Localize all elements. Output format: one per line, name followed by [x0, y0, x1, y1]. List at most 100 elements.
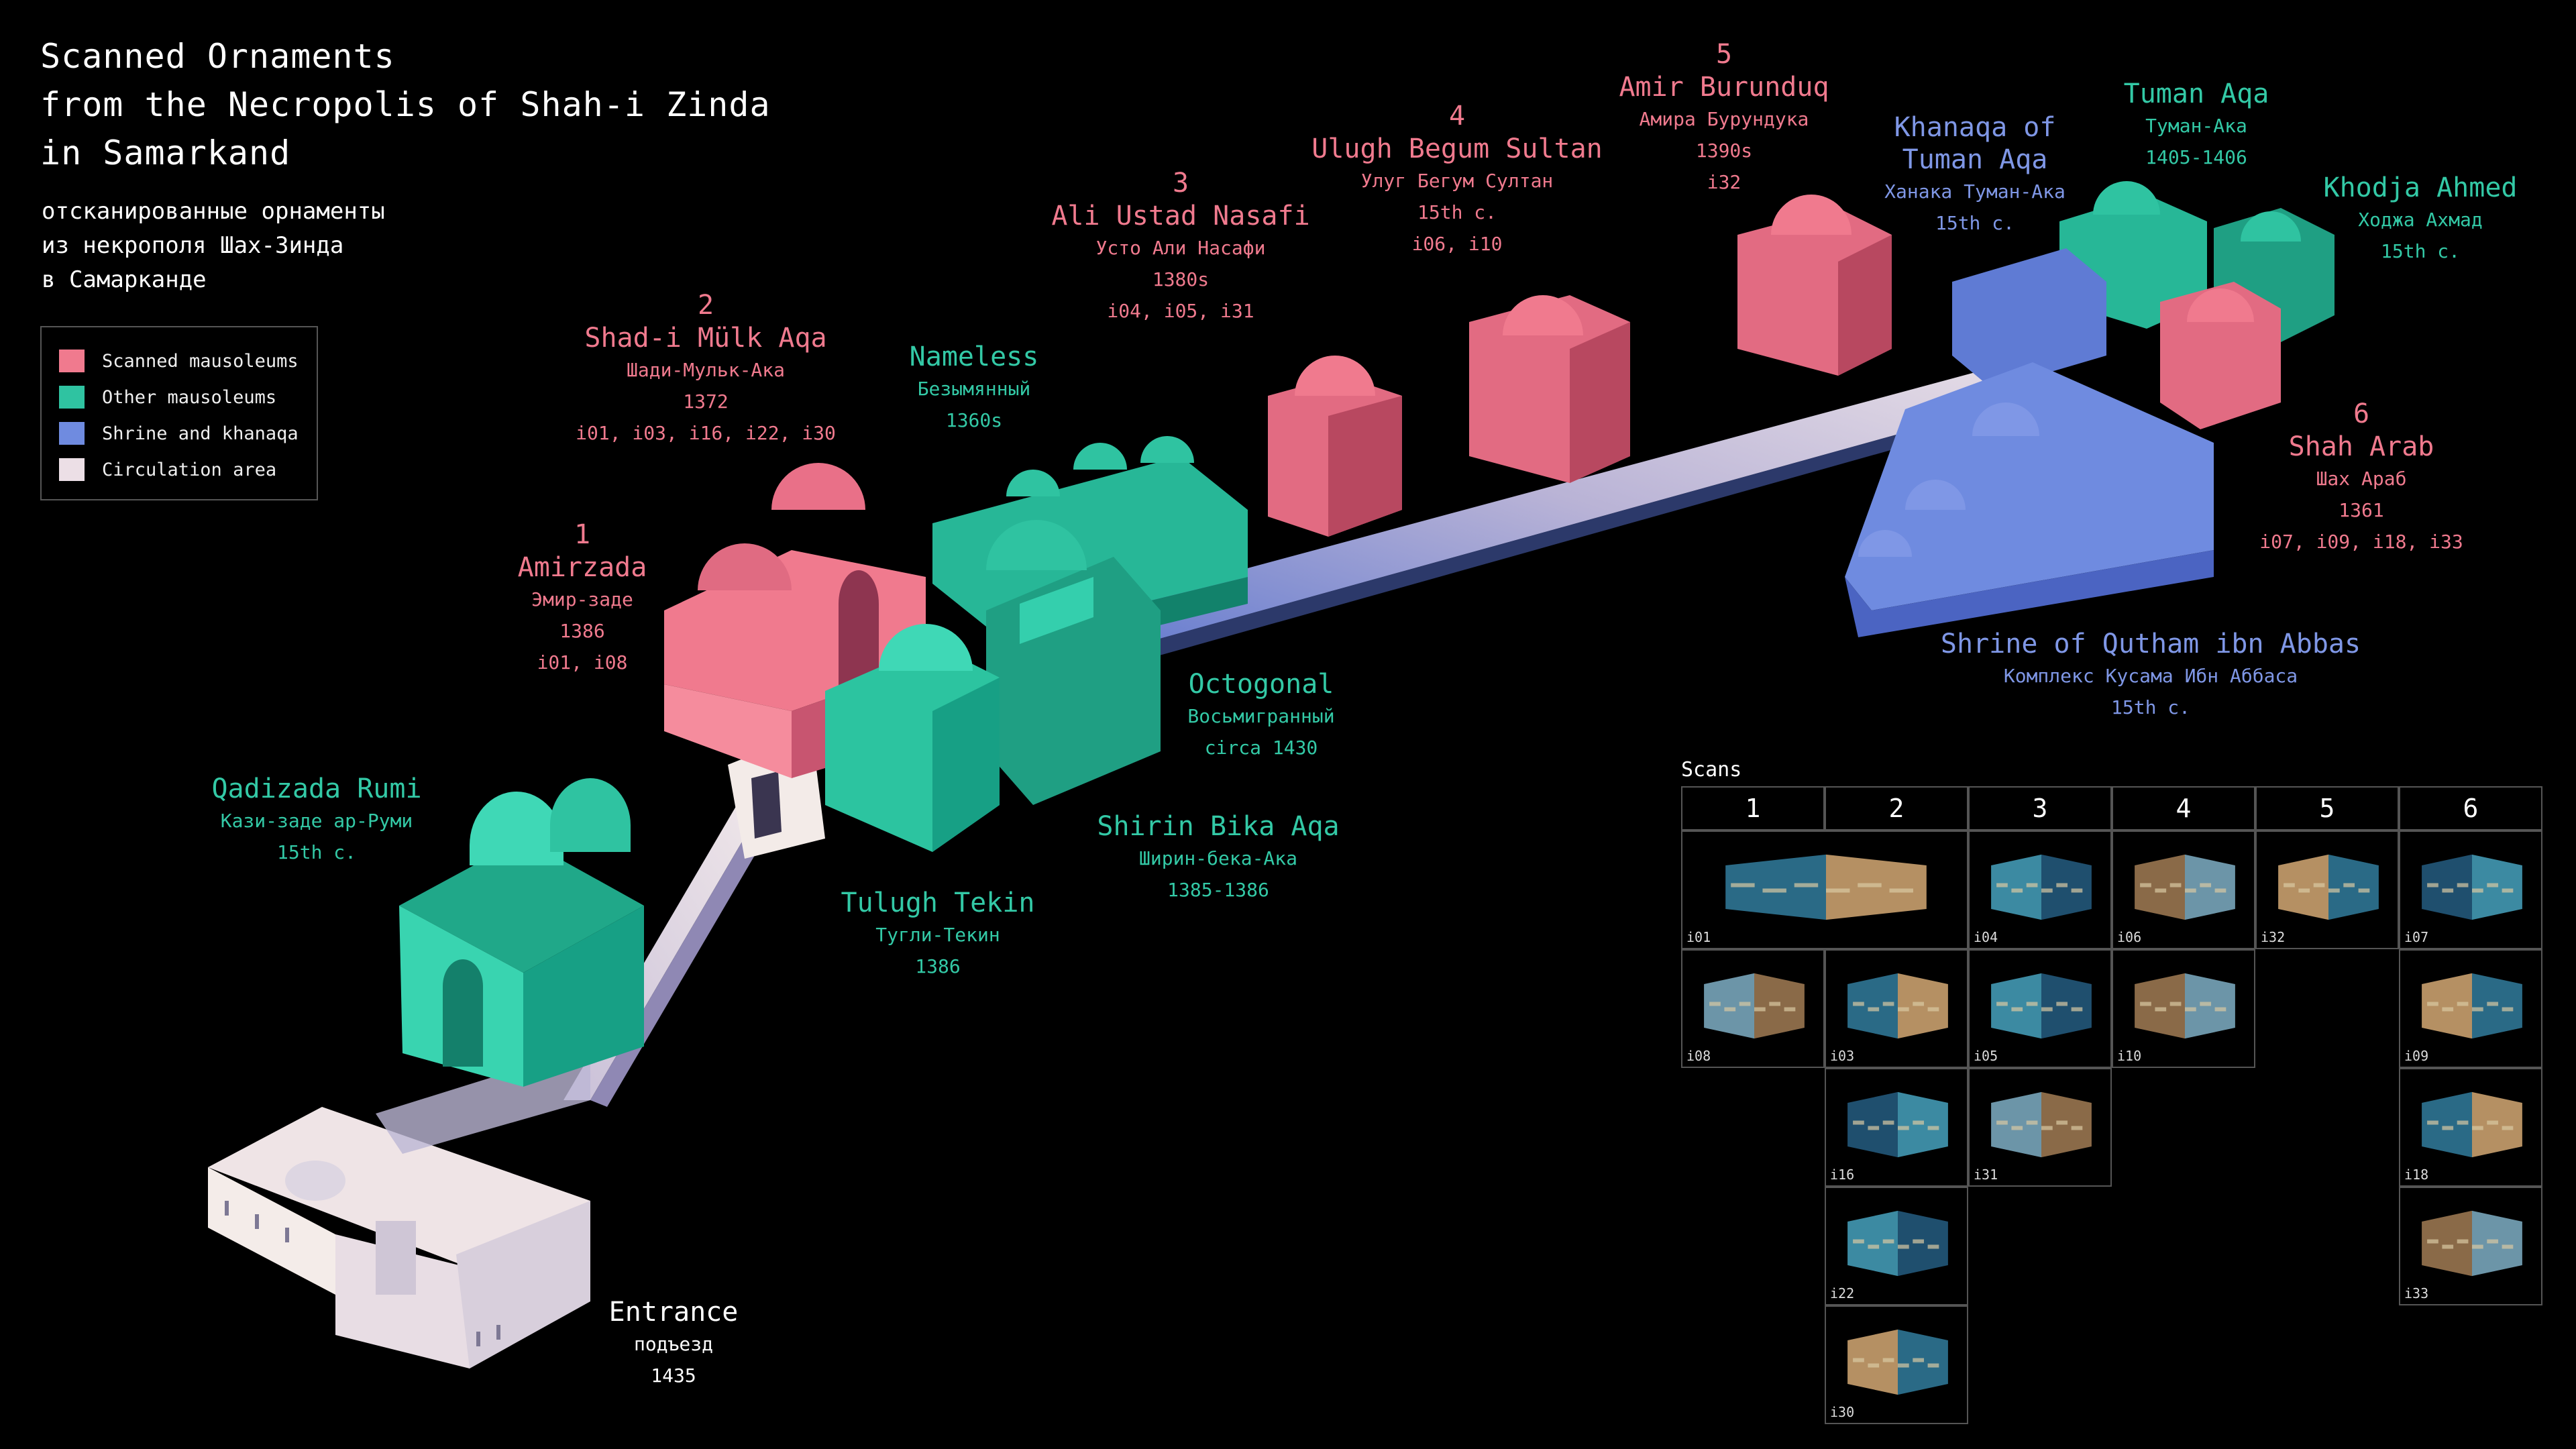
scan-ornament-detail [2442, 1244, 2454, 1249]
scan-ornament-detail [2427, 883, 2438, 888]
scan-panel-left [2135, 973, 2185, 1039]
scan-ornament-detail [1853, 1002, 1864, 1006]
scan-ornament-detail [2442, 888, 2454, 893]
scan-thumbnail-i03[interactable]: i03 [1825, 949, 1968, 1068]
scan-id-label: i31 [1974, 1167, 1998, 1183]
scan-ornament-detail [1853, 1239, 1864, 1244]
scan-thumbnail-i01[interactable]: i01 [1681, 830, 1968, 949]
scan-ornament-detail [2214, 888, 2226, 893]
scan-ornament-detail [1927, 1126, 1939, 1130]
scan-ornament-detail [1996, 1120, 2008, 1125]
label-russian: Ходжа Ахмад [2358, 209, 2483, 231]
label-scans: i07, i09, i18, i33 [2259, 531, 2463, 553]
label-name: Shad-i Mülk Aqa [584, 323, 827, 354]
scan-id-label: i09 [2404, 1048, 2429, 1064]
label-entrance: Entrance подъезд 1435 [609, 1296, 739, 1391]
label-russian: Тугли-Текин [875, 924, 1000, 946]
scan-panel-left [2422, 973, 2472, 1039]
scan-thumbnail-i31[interactable]: i31 [1968, 1068, 2112, 1187]
label-year: 1360s [945, 409, 1003, 431]
label-ulugh-begum: 4 Ulugh Begum Sultan Улуг Бегум Султан 1… [1311, 99, 1602, 260]
scan-ornament-detail [1882, 1239, 1894, 1244]
scan-thumbnail-i18[interactable]: i18 [2399, 1068, 2542, 1187]
scan-ornament-detail [2313, 883, 2325, 888]
scan-thumbnail-i22[interactable]: i22 [1825, 1187, 1968, 1305]
scan-ornament-detail [1898, 1244, 1909, 1249]
amir-burunduq-building [1737, 195, 1892, 376]
label-name: Tulugh Tekin [841, 888, 1035, 918]
scan-ornament-detail [1913, 1002, 1925, 1006]
scan-ornament-detail [1882, 1002, 1894, 1006]
scan-panel-left [2278, 854, 2328, 920]
scan-ornament-detail [2343, 883, 2355, 888]
scan-ornament-detail [2041, 1126, 2053, 1130]
label-ali-ustad: 3 Ali Ustad Nasafi Усто Али Насафи 1380s… [1051, 166, 1309, 327]
scan-thumbnail-i16[interactable]: i16 [1825, 1068, 1968, 1187]
scan-ornament-detail [1769, 1002, 1781, 1006]
title-russian: отсканированные орнаменты из некрополя Ш… [42, 198, 385, 293]
label-number: 3 [1172, 168, 1189, 199]
scan-ornament-detail [2185, 888, 2196, 893]
scan-thumbnail-i08[interactable]: i08 [1681, 949, 1825, 1068]
scan-panel-left [2135, 854, 2185, 920]
scan-thumbnail-i07[interactable]: i07 [2399, 830, 2542, 949]
scan-ornament-image [2422, 1091, 2522, 1158]
scan-ornament-detail [2298, 888, 2310, 893]
label-name: Amir Burunduq [1619, 72, 1829, 103]
label-year: 15th c. [2110, 696, 2191, 718]
label-year: 15th c. [2380, 240, 2461, 262]
scan-ornament-detail [2169, 883, 2182, 888]
label-name: Shrine of Qutham ibn Abbas [1940, 629, 2361, 659]
scan-thumbnail-i30[interactable]: i30 [1825, 1305, 1968, 1424]
scan-ornament-detail [2358, 888, 2370, 893]
scan-ornament-detail [2011, 1126, 2023, 1130]
scan-panel-left [1991, 854, 2041, 920]
scan-ornament-detail [1898, 1126, 1909, 1130]
scan-ornament-detail [2487, 1120, 2499, 1125]
scan-panel-left [1991, 973, 2041, 1039]
scan-thumbnail-i05[interactable]: i05 [1968, 949, 2112, 1068]
label-year: 1385-1386 [1167, 879, 1269, 901]
legend-swatch-shrine [59, 422, 85, 445]
label-russian: Шах Араб [2316, 468, 2407, 490]
label-year: 1405-1406 [2145, 146, 2247, 168]
label-scans: i32 [1707, 171, 1741, 193]
scan-id-label: i18 [2404, 1167, 2429, 1183]
scan-ornament-detail [2056, 1120, 2068, 1125]
scan-thumbnail-i09[interactable]: i09 [2399, 949, 2542, 1068]
label-octogonal: Octogonal Восьмигранный circa 1430 [1187, 668, 1334, 763]
scan-ornament-detail [1739, 1002, 1751, 1006]
legend-item: Shrine and khanaqa [59, 421, 299, 445]
scan-ornament-image [1704, 973, 1805, 1039]
label-russian: Улуг Бегум Султан [1360, 170, 1554, 192]
scan-ornament-image [1725, 854, 1927, 920]
scan-thumbnail-i33[interactable]: i33 [2399, 1187, 2542, 1305]
scan-ornament-image [1847, 1091, 1948, 1158]
scan-ornament-detail [2200, 1002, 2212, 1006]
label-shah-arab: 6 Shah Arab Шах Араб 1361 i07, i09, i18,… [2259, 397, 2463, 557]
scan-ornament-detail [1754, 1007, 1766, 1012]
scan-ornament-detail [1882, 1120, 1894, 1125]
scan-thumbnail-i32[interactable]: i32 [2255, 830, 2399, 949]
scan-thumbnail-i04[interactable]: i04 [1968, 830, 2112, 949]
scan-thumbnail-i06[interactable]: i06 [2112, 830, 2255, 949]
scans-column-header: 4 [2112, 786, 2255, 830]
scan-id-label: i10 [2117, 1048, 2142, 1064]
scan-panel-left [1991, 1091, 2041, 1158]
legend-label: Scanned mausoleums [102, 350, 299, 372]
scan-ornament-detail [2457, 883, 2469, 888]
scan-id-label: i33 [2404, 1285, 2429, 1301]
scan-panel-left [2422, 1091, 2472, 1158]
label-shadi-mulk: 2 Shad-i Mülk Aqa Шади-Мульк-Ака 1372 i0… [576, 288, 836, 449]
scan-ornament-image [1991, 1091, 2092, 1158]
label-russian: Ханака Туман-Ака [1884, 180, 2065, 203]
scan-ornament-detail [1853, 1120, 1864, 1125]
scan-id-label: i07 [2404, 929, 2429, 945]
scan-ornament-detail [2457, 1120, 2469, 1125]
scan-ornament-detail [2502, 1126, 2514, 1130]
scans-column-header: 2 [1825, 786, 1968, 830]
label-scans: i06, i10 [1411, 233, 1503, 255]
scan-thumbnail-i10[interactable]: i10 [2112, 949, 2255, 1068]
scan-ornament-detail [2284, 883, 2295, 888]
entrance-building [208, 1046, 590, 1368]
